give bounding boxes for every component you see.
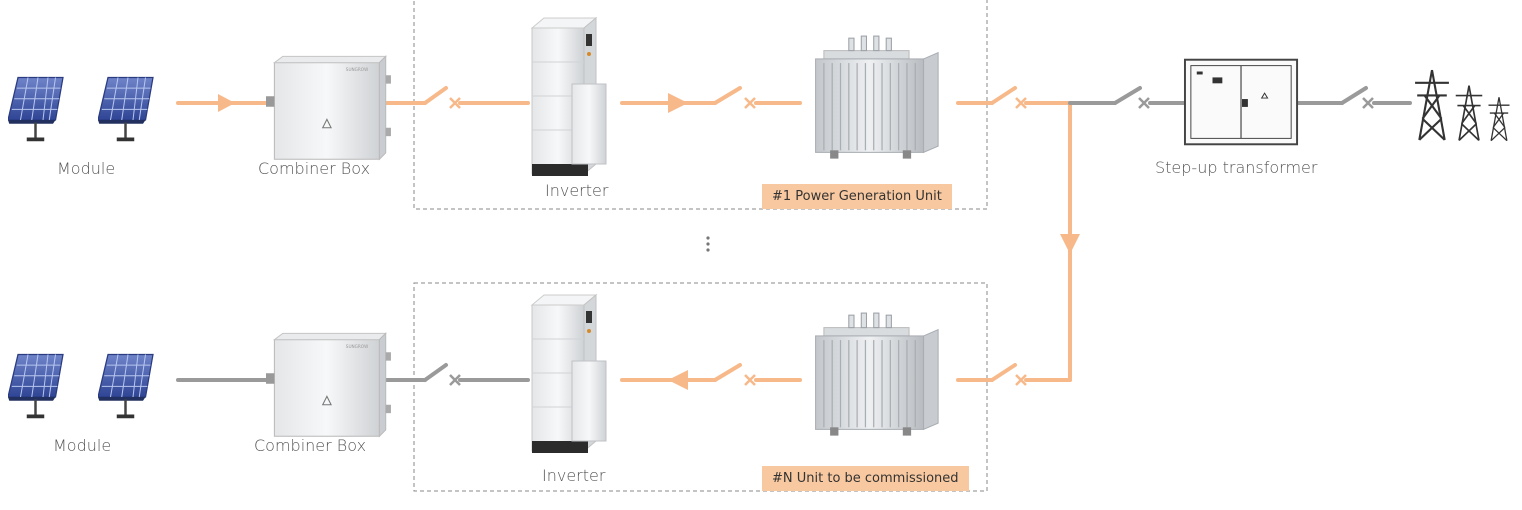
module-label-top: Module [57,159,116,178]
stepup-transformer-label: Step-up transformer [1155,158,1318,177]
combiner-label-bottom: Combiner Box [254,436,367,455]
inverter-icon [531,294,607,454]
solar-panel-icon [98,76,155,143]
combiner-box-icon [266,332,392,437]
solar-panel-icon [8,76,65,143]
transmission-tower-icon [1413,69,1451,141]
breaker-switch-icon [449,97,1374,386]
solar-panel-icon [8,353,65,420]
inverter-label-bottom: Inverter [542,466,606,485]
combiner-label-top: Combiner Box [258,159,371,178]
transmission-tower-icon [1487,96,1511,142]
inverter-label-top: Inverter [545,181,609,200]
flow-arrow-icon [218,93,1080,390]
inverter-icon [531,17,607,177]
transformer-icon [814,312,939,437]
module-label-bottom: Module [53,436,112,455]
inactive-wiring [176,86,1412,382]
transmission-tower-icon [1454,84,1484,142]
combiner-box-icon [266,55,392,160]
transformer-icon [814,35,939,160]
unit-tag-top: #1 Power Generation Unit [762,184,952,209]
unit-frame-bottom [413,282,988,492]
ellipsis-icon [706,236,710,252]
switchgear-icon [1183,58,1299,146]
solar-panel-icon [98,353,155,420]
unit-tag-bottom: #N Unit to be commissioned [762,466,969,491]
